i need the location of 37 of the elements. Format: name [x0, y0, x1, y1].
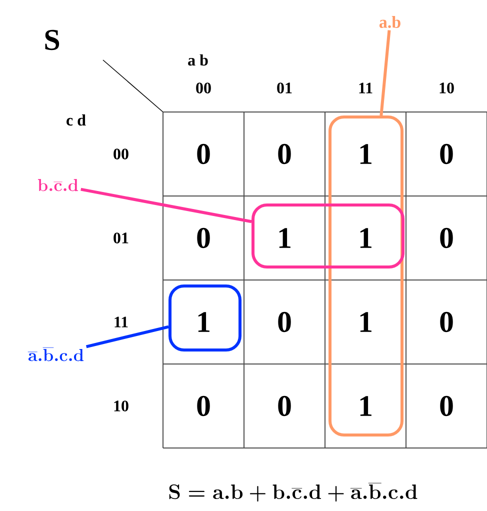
- column-header: 10: [440, 82, 454, 94]
- row-header: 10: [114, 400, 128, 412]
- cell-value: 1: [360, 312, 372, 332]
- cell-value: 0: [278, 144, 291, 164]
- map-title: S: [45, 30, 60, 50]
- group-label: $\mathbf{b.\overline{c}.d}$: [38, 179, 78, 192]
- row-header: 01: [114, 232, 128, 244]
- row-header: 00: [114, 148, 128, 160]
- variable-label: a b: [188, 54, 208, 66]
- equation: $\mathbf{S = a.b + b.\overline{c}.d + \overline{a}.\overline{b}.c.d}$: [169, 483, 418, 502]
- cell-value: 0: [197, 396, 210, 416]
- group-label: $\mathbf{\overline{a}.\overline{b}.c.d}$: [28, 348, 84, 362]
- group-loop: [328, 116, 404, 436]
- cell-value: 0: [278, 396, 291, 416]
- group-label: a.b: [379, 16, 400, 28]
- cell-value: 1: [360, 228, 372, 248]
- group-loop: [252, 204, 404, 268]
- leader-line: [380, 30, 391, 116]
- variable-label: c d: [66, 114, 86, 126]
- cell-value: 0: [440, 144, 453, 164]
- cell-value: 1: [198, 312, 210, 332]
- cell-value: 0: [278, 312, 291, 332]
- cell-value: 0: [440, 396, 453, 416]
- row-header: 11: [114, 316, 128, 328]
- cell-value: 0: [440, 228, 453, 248]
- column-header: 11: [359, 82, 372, 94]
- cell-value: 0: [440, 312, 453, 332]
- group-loop: [168, 284, 242, 352]
- leader-line: [80, 188, 252, 224]
- column-header: 01: [277, 82, 292, 94]
- cell-value: 1: [279, 228, 290, 248]
- cell-value: 0: [197, 228, 210, 248]
- column-header: 00: [196, 82, 211, 94]
- cell-value: 0: [197, 144, 210, 164]
- leader-line: [86, 325, 169, 348]
- cell-value: 1: [360, 144, 372, 164]
- cell-value: 1: [360, 396, 372, 416]
